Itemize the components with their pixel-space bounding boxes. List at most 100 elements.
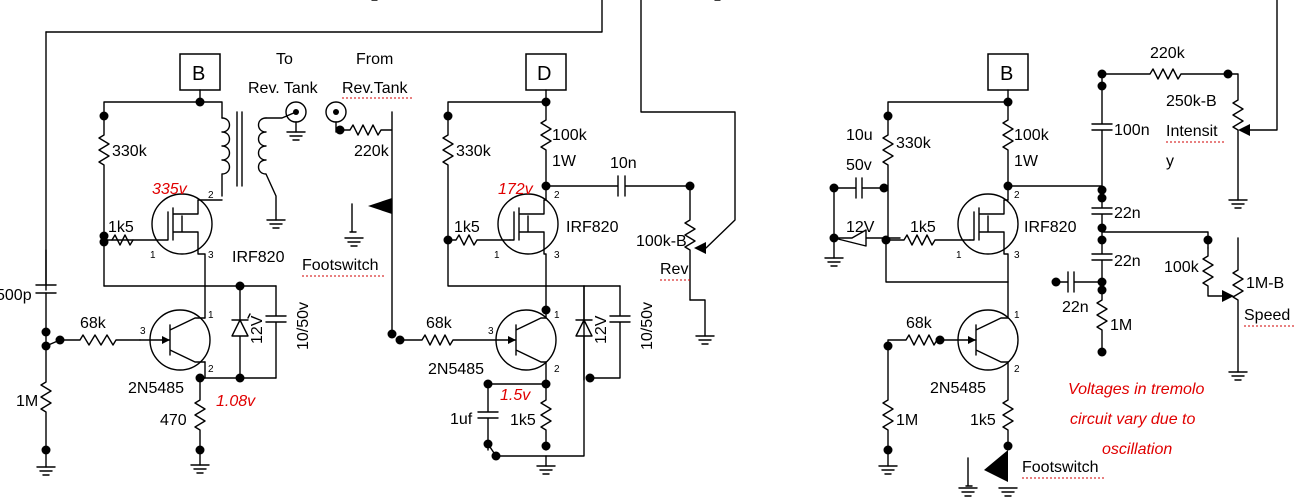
svg-text:330k: 330k (456, 143, 492, 160)
svg-text:2: 2 (554, 364, 560, 375)
mosfet-irf820-3 (957, 193, 1019, 255)
resistor-330k-3 (882, 115, 894, 237)
capacitor-10-50v (265, 285, 287, 379)
svg-text:1: 1 (554, 310, 560, 321)
voltage-source-1: 1.08v (216, 393, 256, 410)
voltage-drain-1: 335v (152, 181, 188, 198)
circuit-1: B 500p 68k 1M 3 1 2 2N5485 470 1. (0, 51, 412, 476)
footswitch-jack-3 (984, 450, 1008, 482)
svg-text:y: y (1166, 153, 1174, 170)
resistor-220k-3 (1101, 68, 1229, 80)
svg-text:3: 3 (1014, 250, 1020, 261)
svg-text:220k: 220k (354, 143, 390, 160)
svg-text:IRF820: IRF820 (232, 249, 285, 266)
capacitor-10-50v-2 (589, 285, 631, 379)
voltage-source-2: 1.5v (500, 387, 531, 404)
svg-text:100k-B: 100k-B (636, 233, 687, 250)
svg-text:10/50v: 10/50v (295, 302, 312, 350)
svg-text:IRF820: IRF820 (1024, 219, 1077, 236)
svg-text:2: 2 (1014, 364, 1020, 375)
circuit-3: B 330k 10u 50v 12V 1k5 1 2 3 IRF820 100k… (824, 45, 1294, 497)
svg-text:3: 3 (554, 250, 560, 261)
svg-text:2: 2 (1014, 190, 1020, 201)
svg-text:330k: 330k (896, 135, 932, 152)
svg-text:1W: 1W (552, 153, 577, 170)
svg-text:Footswitch: Footswitch (302, 257, 378, 274)
svg-text:250k-B: 250k-B (1166, 93, 1217, 110)
potentiometer-1m-b (1232, 237, 1244, 373)
svg-text:Rev. Tank: Rev. Tank (248, 80, 319, 97)
svg-text:1k5: 1k5 (454, 219, 480, 236)
resistor-220k-return (339, 111, 393, 331)
rail-box-b1 (179, 53, 221, 91)
resistor-1k5-2 (487, 361, 552, 451)
svg-text:220k: 220k (1150, 45, 1186, 62)
svg-text:100k: 100k (1014, 127, 1050, 144)
capacitor-1uf (477, 383, 499, 451)
jfet-2n5485-3 (957, 309, 1019, 371)
svg-text:From: From (356, 51, 393, 68)
resistor-330k-2 (442, 115, 454, 237)
svg-text:Rev.Tank: Rev.Tank (342, 80, 409, 97)
svg-text:12V: 12V (593, 315, 610, 344)
svg-text:22n: 22n (1062, 299, 1089, 316)
svg-text:1k5: 1k5 (910, 219, 936, 236)
svg-text:68k: 68k (80, 315, 107, 332)
svg-text:1W: 1W (1014, 153, 1039, 170)
svg-text:2N5485: 2N5485 (930, 380, 986, 397)
svg-text:100n: 100n (1114, 122, 1150, 139)
svg-text:68k: 68k (426, 315, 453, 332)
svg-text:2: 2 (208, 190, 214, 201)
svg-text:1: 1 (956, 250, 962, 261)
svg-text:Speed: Speed (1244, 307, 1290, 324)
svg-text:470: 470 (160, 412, 187, 429)
svg-text:2N5485: 2N5485 (428, 361, 484, 378)
rail-label: B (192, 63, 205, 85)
svg-text:1: 1 (494, 250, 500, 261)
svg-text:50v: 50v (846, 157, 872, 174)
capacitor-100n (1091, 73, 1113, 187)
svg-text:Rev: Rev (660, 261, 688, 278)
zener-12v-2 (575, 285, 593, 381)
svg-text:1k5: 1k5 (510, 412, 536, 429)
resistor-1m-shunt (1096, 289, 1108, 353)
resistor-100k-speed (1202, 247, 1223, 297)
svg-text:3: 3 (208, 250, 214, 261)
svg-text:12V: 12V (249, 315, 266, 344)
tremolo-note-line2: circuit vary due to (1070, 411, 1195, 428)
svg-text:1uf: 1uf (450, 411, 473, 428)
svg-text:68k: 68k (906, 315, 933, 332)
tremolo-note-line3: oscillation (1102, 441, 1172, 458)
resistor-1k5-3 (1002, 361, 1014, 447)
svg-text:1: 1 (1014, 310, 1020, 321)
capacitor-22n-2 (1091, 239, 1113, 287)
svg-text:1k5: 1k5 (970, 412, 996, 429)
svg-text:D: D (537, 63, 551, 85)
svg-text:22n: 22n (1114, 253, 1141, 270)
svg-text:10u: 10u (846, 127, 873, 144)
transformer (221, 117, 231, 197)
mosfet-irf820-2 (497, 193, 559, 255)
resistor-330k (98, 115, 110, 237)
voltage-drain-2: 172v (498, 181, 534, 198)
svg-text:1M: 1M (16, 393, 38, 410)
resistor-68k (59, 334, 141, 346)
resistor-100k-1w-3 (1002, 101, 1014, 201)
svg-text:1M: 1M (1110, 317, 1132, 334)
svg-text:1: 1 (150, 250, 156, 261)
capacitor-22n-1 (1091, 189, 1113, 237)
svg-text:1M: 1M (896, 412, 918, 429)
svg-text:100k: 100k (552, 127, 588, 144)
capacitor-10n (545, 175, 691, 197)
top-wires (45, 0, 1278, 291)
svg-text:3: 3 (488, 326, 494, 337)
svg-text:1k5: 1k5 (108, 219, 134, 236)
rail-box-d (525, 53, 567, 91)
footswitch-jack-1 (368, 198, 392, 214)
cap-in-label: 500p (0, 287, 32, 304)
potentiometer-100k-b (684, 185, 696, 301)
svg-text:10n: 10n (610, 155, 637, 172)
potentiometer-250k-b (1227, 73, 1244, 201)
svg-text:2: 2 (554, 190, 560, 201)
